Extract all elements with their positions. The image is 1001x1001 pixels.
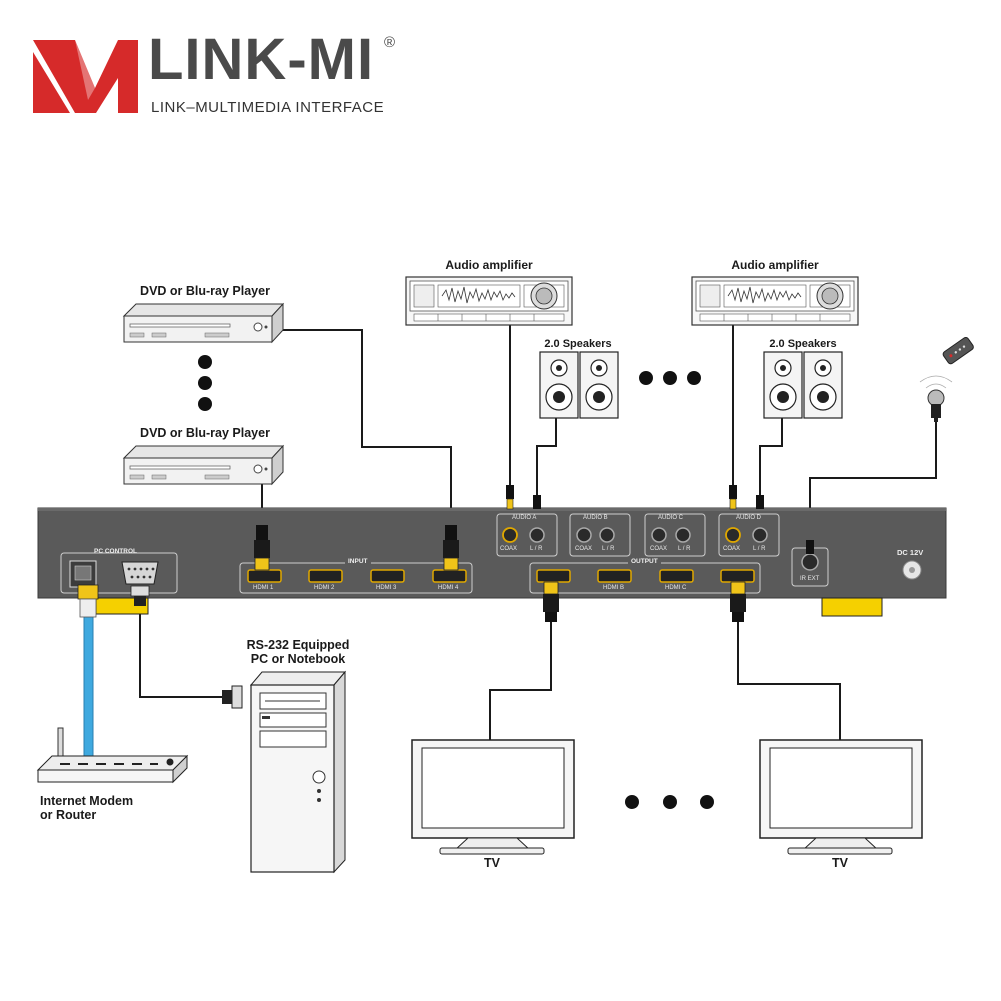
tv-label-2: TV [832, 856, 848, 870]
output-port-label-b: HDMI B [603, 585, 624, 591]
speakers-1-icon [539, 351, 619, 419]
input-port-label-3: HDMI 3 [376, 585, 397, 591]
amplifier-label-1: Audio amplifier [445, 258, 533, 272]
audio-amplifier-1-icon [405, 276, 573, 326]
coax-label-b: COAX [575, 546, 593, 552]
audio-amplifier-2-icon [691, 276, 859, 326]
audio-a-label: AUDIO A [512, 515, 537, 521]
ethernet-cable [83, 615, 94, 757]
more-tvs-dots [625, 795, 714, 809]
dvd-player-top-icon [122, 302, 285, 344]
ir-ext-label: IR EXT [800, 576, 820, 582]
hdmi-plugs [254, 525, 746, 622]
link-mi-logo-mark [33, 40, 138, 113]
coax-label-d: COAX [723, 546, 741, 552]
input-port-label-1: HDMI 1 [253, 585, 274, 591]
input-port-label-4: HDMI 4 [438, 585, 459, 591]
more-sources-dots [198, 355, 212, 411]
coax-label-c: COAX [650, 546, 668, 552]
registered-mark: ® [384, 34, 396, 51]
audio-plugs [506, 485, 814, 554]
output-port-label-c: HDMI C [665, 585, 687, 591]
lr-label-c: L / R [678, 546, 691, 552]
remote-control-icon [942, 336, 974, 365]
source-label-1: DVD or Blu-ray Player [140, 284, 270, 298]
brand-name: LINK-MI [148, 27, 375, 92]
pc-label-line2: PC or Notebook [250, 652, 346, 666]
input-label: INPUT [345, 558, 371, 565]
router-label-line1: Internet Modem [40, 794, 134, 808]
audio-d-label: AUDIO D [736, 515, 762, 521]
speakers-label-2: 2.0 Speakers [769, 338, 837, 350]
tv-label-1: TV [484, 856, 500, 870]
db9-plug [130, 585, 150, 606]
router-icon [36, 727, 189, 784]
lr-label-d: L / R [753, 546, 766, 552]
output-label: OUTPUT [628, 558, 661, 565]
pc-control-label: PC CONTROL [94, 548, 137, 555]
lr-label-b: L / R [602, 546, 615, 552]
ir-receiver-icon [919, 375, 953, 422]
rj45-plug [77, 584, 99, 618]
pc-tower-icon [249, 670, 347, 874]
router-label-line2: or Router [40, 808, 97, 822]
matrix-device-panel [37, 507, 947, 599]
tv-1-icon [411, 739, 575, 855]
tv-2-icon [759, 739, 923, 855]
more-audio-dots [639, 371, 701, 385]
dc-label: DC 12V [897, 548, 924, 557]
audio-c-label: AUDIO C [658, 515, 684, 521]
pc-label-line1: RS-232 Equipped [246, 638, 350, 652]
brand-tagline: LINK–MULTIMEDIA INTERFACE [151, 99, 385, 116]
source-label-2: DVD or Blu-ray Player [140, 426, 270, 440]
pc-label: RS-232 Equipped PC or Notebook [247, 638, 350, 666]
input-port-label-2: HDMI 2 [314, 585, 335, 591]
speakers-label-1: 2.0 Speakers [544, 338, 612, 350]
dvd-player-bottom-icon [122, 444, 285, 486]
amplifier-label-2: Audio amplifier [731, 258, 819, 272]
rs232-connector-icon [222, 685, 243, 709]
speakers-2-icon [763, 351, 843, 419]
audio-b-label: AUDIO B [583, 515, 608, 521]
cable-tag-right [821, 597, 883, 617]
router-label: Internet Modem or Router [40, 794, 133, 822]
coax-label-a: COAX [500, 546, 518, 552]
lr-label-a: L / R [530, 546, 543, 552]
